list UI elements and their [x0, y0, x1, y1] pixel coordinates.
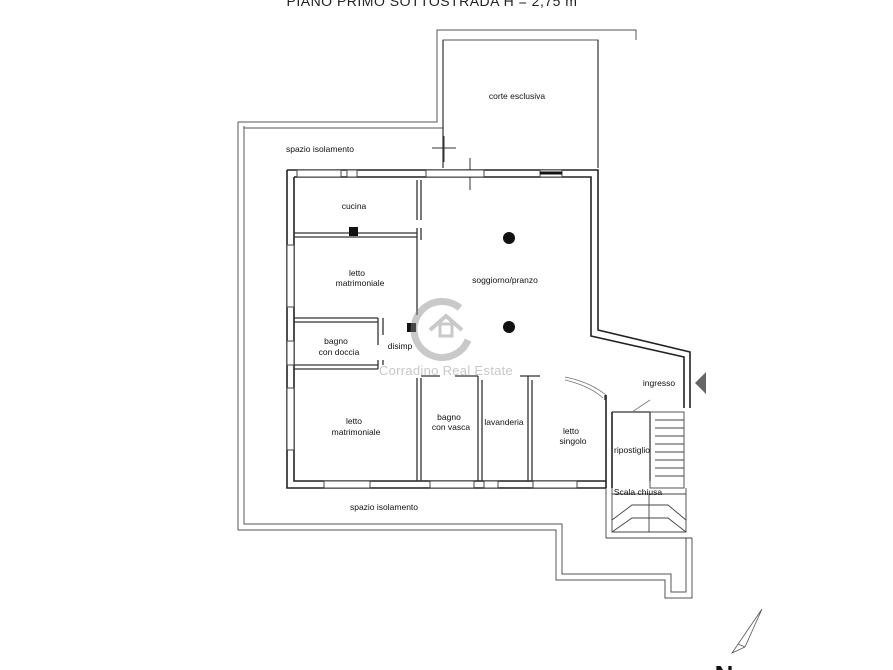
- label-lavanderia: lavanderia: [484, 417, 523, 427]
- plan-title: PIANO PRIMO SOTTOSTRADA H = 2,75 m: [287, 0, 578, 9]
- label-bagno2-a: bagno: [437, 412, 461, 422]
- label-soggiorno: soggiorno/pranzo: [472, 275, 538, 285]
- label-letto2-a: letto: [346, 416, 362, 426]
- label-ingresso: ingresso: [643, 378, 675, 388]
- label-ripostiglio: ripostiglio: [614, 445, 650, 455]
- label-bagno1-b: con doccia: [319, 347, 360, 357]
- label-disimp: disimp: [388, 341, 413, 351]
- outer-boundary: [237, 29, 693, 599]
- watermark-text: Corradino Real Estate: [379, 363, 513, 378]
- stair: [605, 411, 692, 539]
- exterior-walls: [286, 169, 691, 489]
- watermark-logo: [410, 298, 472, 361]
- label-letto1-a: letto: [349, 268, 365, 278]
- entrance-arrow-icon: [695, 372, 706, 394]
- label-spazio-top: spazio isolamento: [286, 144, 354, 154]
- label-corte: corte esclusiva: [489, 91, 545, 101]
- label-spazio-bottom: spazio isolamento: [350, 502, 418, 512]
- label-bagno2-b: con vasca: [432, 422, 471, 432]
- pillars: [349, 227, 515, 333]
- label-bagno1-a: bagno: [324, 336, 348, 346]
- interior-walls: [294, 180, 651, 481]
- label-letto2-b: matrimoniale: [332, 427, 381, 437]
- compass-label: N: [715, 660, 734, 670]
- label-letto3-b: singolo: [560, 436, 587, 446]
- compass-needle-icon: [730, 608, 763, 654]
- label-scala: Scala chiusa: [614, 487, 662, 497]
- door-swings: [564, 376, 651, 413]
- survey-cross: [432, 136, 484, 190]
- courtyard: [442, 40, 599, 168]
- label-letto3-a: letto: [563, 426, 579, 436]
- label-cucina: cucina: [342, 201, 367, 211]
- label-letto1-b: matrimoniale: [336, 278, 385, 288]
